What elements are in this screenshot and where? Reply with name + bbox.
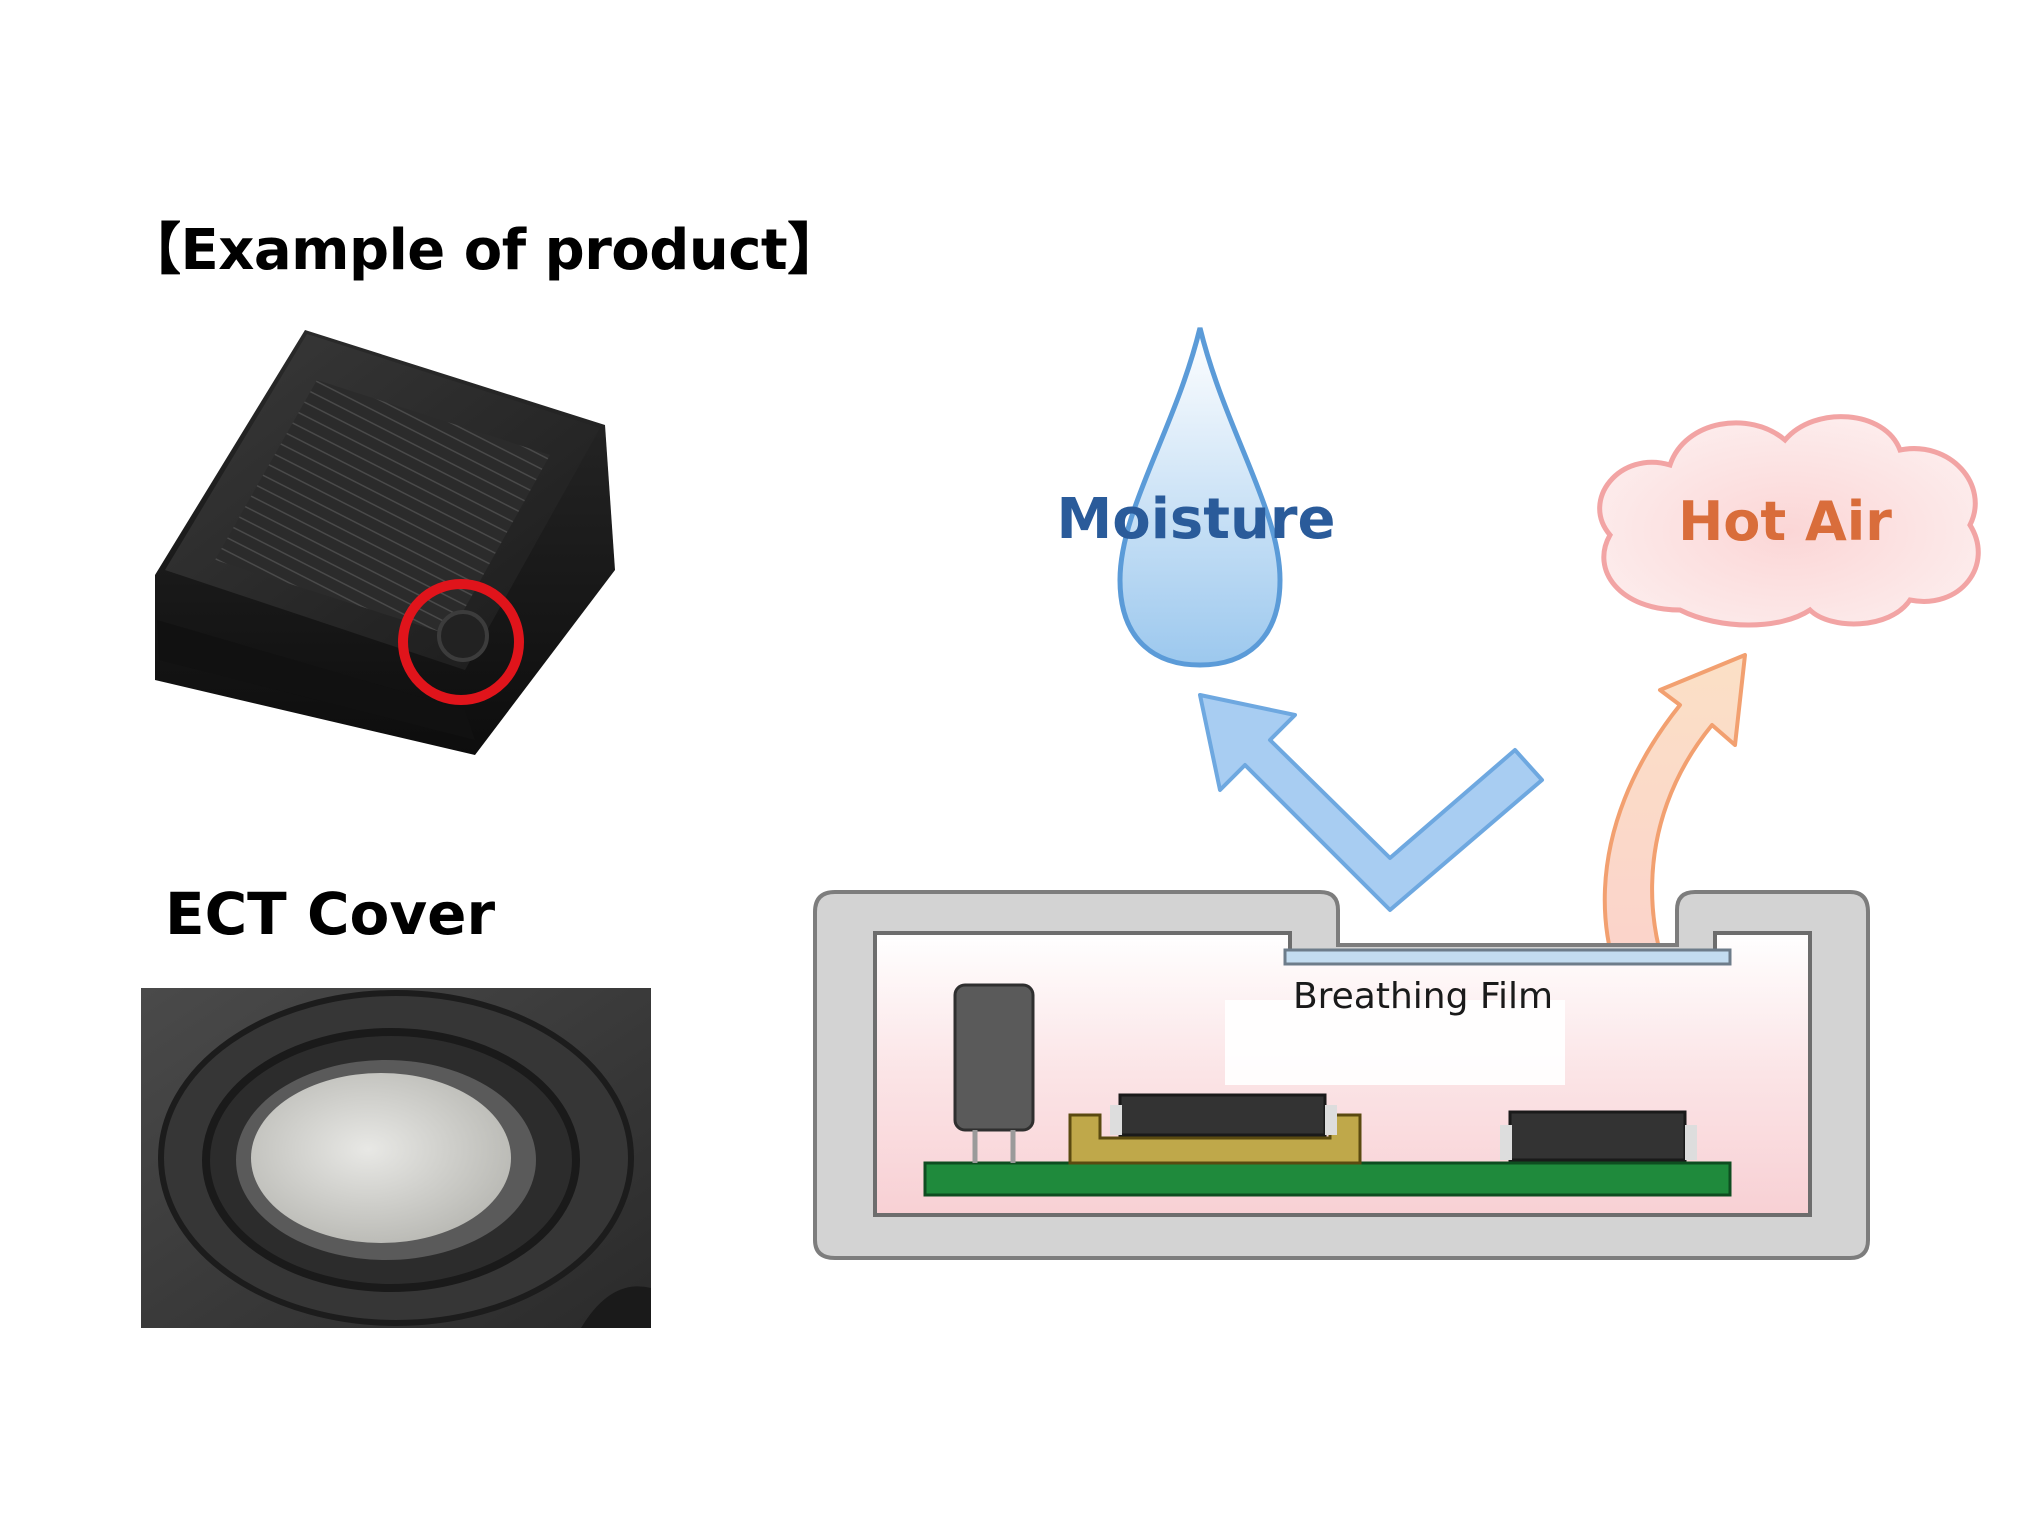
water-droplet-icon (1117, 327, 1283, 668)
device-lower-lip (157, 620, 475, 740)
ic-pin-right (1685, 1125, 1697, 1160)
cover-membrane (251, 1073, 511, 1243)
device-vent-grille (215, 380, 550, 635)
highlight-circle (398, 579, 524, 705)
cover-corner-shadow (581, 1286, 651, 1328)
capacitor-component (953, 983, 1035, 1132)
product-example-heading: 【Example of product】 (125, 218, 843, 283)
ic-pin-left (1500, 1125, 1512, 1160)
circuit-board (923, 1161, 1732, 1197)
ect-cover-photo (141, 988, 651, 1328)
product-device-image (155, 330, 615, 755)
ic-component (1508, 1110, 1687, 1162)
device-breathing-port (437, 610, 489, 662)
moisture-label: Moisture (1057, 487, 1336, 552)
chip-pin-right (1325, 1105, 1337, 1135)
chip-component (1118, 1093, 1327, 1137)
breathing-diagram-svg: Moisture Hot Air Breathing Film (813, 327, 1981, 1260)
breathing-film (1283, 948, 1732, 966)
hot-air-flow-arrow (1602, 653, 1747, 1037)
breathing-film-label: Breathing Film (1293, 976, 1553, 1017)
ect-cover-image (141, 988, 651, 1328)
moisture-flow-arrow (1198, 693, 1544, 912)
cloud-icon (1597, 414, 1981, 628)
product-photo (145, 320, 645, 760)
chip-pin-left (1110, 1105, 1122, 1135)
film-label-backdrop (1225, 1000, 1565, 1085)
ect-cover-heading: ECT Cover (165, 880, 496, 948)
hot-air-label: Hot Air (1678, 490, 1892, 553)
breathing-film-diagram: Moisture Hot Air Breathing Film (800, 310, 2000, 1260)
